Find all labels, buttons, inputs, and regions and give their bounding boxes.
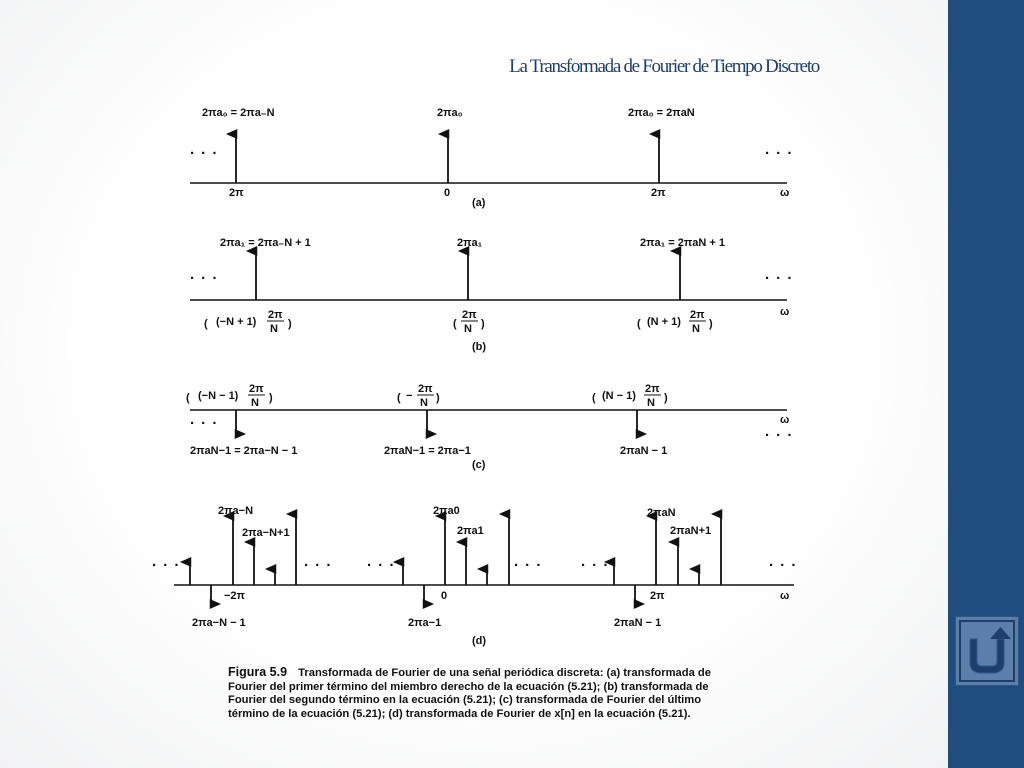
slide: La Transformada de Fourier de Tiempo Dis… xyxy=(0,0,948,768)
panel-d-top-center-1: 2πa0 xyxy=(433,505,460,517)
panel-d-top-left-2: 2πa−N+1 xyxy=(242,527,290,539)
panel-c-amp-center: 2πaN−1 = 2πa−1 xyxy=(384,445,471,457)
panel-c-omega: ω xyxy=(780,414,789,426)
panel-b-paren-left-close: ) xyxy=(288,318,292,330)
panel-d-tick-left: −2π xyxy=(224,590,246,602)
panel-d-top-left-1: 2πa−N xyxy=(218,505,253,517)
panel-b-omega: ω xyxy=(780,306,789,318)
panel-d-ellipsis: · · · xyxy=(514,557,542,574)
panel-d: · · · · · · · · · · · · · · · · · · 2πa−… xyxy=(152,505,797,647)
panel-d-ellipsis: · · · xyxy=(367,557,395,574)
panel-a-label: (a) xyxy=(472,197,486,209)
panel-c-frac-den-left: N xyxy=(251,397,259,409)
panel-d-top-right-1: 2πaN xyxy=(647,507,676,519)
panel-b-prefix-left: (−N + 1) xyxy=(216,316,257,328)
return-u-arrow-icon xyxy=(959,620,1015,682)
panel-d-bottom-right: 2πaN − 1 xyxy=(614,617,661,629)
panel-c-frac-den-center: N xyxy=(420,397,428,409)
panel-c-frac-num-right: 2π xyxy=(645,383,660,395)
panel-b-ellipsis-right: · · · xyxy=(765,270,793,287)
panel-a-amp-right: 2πa₀ = 2πaN xyxy=(628,107,695,119)
panel-b-amp-right: 2πa₁ = 2πaN + 1 xyxy=(640,237,725,249)
panel-d-label: (d) xyxy=(472,635,486,647)
panel-a-tick-center: 0 xyxy=(444,187,450,199)
panel-c-paren-center-open: ( xyxy=(397,392,401,404)
panel-b-frac-den-right: N xyxy=(692,323,700,335)
panel-d-top-right-2: 2πaN+1 xyxy=(670,525,711,537)
panel-c-frac-den-right: N xyxy=(647,397,655,409)
panel-d-bottom-center: 2πa−1 xyxy=(408,617,441,629)
panel-a: · · · · · · 2πa₀ = 2πa₋N 2πa₀ 2πa₀ = 2πa… xyxy=(190,107,793,209)
panel-b-paren-left-open: ( xyxy=(204,318,208,330)
panel-b-paren-right-close: ) xyxy=(709,318,713,330)
panel-c-prefix-center: − xyxy=(406,390,412,402)
panel-a-amp-center: 2πa₀ xyxy=(437,107,463,119)
panel-a-tick-right: 2π xyxy=(651,187,666,199)
panel-c-ellipsis-right: · · · xyxy=(765,427,793,444)
panel-d-tick-center: 0 xyxy=(441,590,447,602)
panel-c-label: (c) xyxy=(472,459,486,471)
panel-c: ( (−N − 1) 2π N ) ( − 2π N ) ( (N − 1) 2… xyxy=(186,383,793,471)
panel-a-ellipsis-right: · · · xyxy=(765,145,793,162)
panel-d-ellipsis: · · · xyxy=(152,557,180,574)
panel-c-paren-left-open: ( xyxy=(186,392,190,404)
panel-b-frac-num-left: 2π xyxy=(268,309,283,321)
panel-d-ellipsis: · · · xyxy=(769,557,797,574)
panel-b-paren-right-open: ( xyxy=(637,318,641,330)
panel-d-ellipsis: · · · xyxy=(304,557,332,574)
panel-a-amp-left: 2πa₀ = 2πa₋N xyxy=(202,107,275,119)
figure-caption: Figura 5.9 Transformada de Fourier de un… xyxy=(228,665,728,721)
panel-d-ellipsis: · · · xyxy=(581,557,609,574)
panel-c-amp-right: 2πaN − 1 xyxy=(620,445,667,457)
panel-b-paren-center-close: ) xyxy=(481,318,485,330)
panel-c-amp-left: 2πaN−1 = 2πa−N − 1 xyxy=(190,445,297,457)
slide-title: La Transformada de Fourier de Tiempo Dis… xyxy=(509,56,820,77)
panel-b: · · · · · · 2πa₁ = 2πa₋N + 1 2πa₁ 2πa₁ =… xyxy=(190,237,793,353)
panel-d-impulses xyxy=(179,508,723,610)
panel-b-ellipsis-left: · · · xyxy=(190,270,218,287)
panel-c-prefix-right: (N − 1) xyxy=(602,390,636,402)
panel-c-frac-num-center: 2π xyxy=(418,383,433,395)
panel-d-bottom-left: 2πa−N − 1 xyxy=(192,617,246,629)
panel-c-paren-right-open: ( xyxy=(592,392,596,404)
panel-a-tick-left: 2π xyxy=(229,187,244,199)
panel-c-paren-right-close: ) xyxy=(664,392,668,404)
caption-number: Figura 5.9 xyxy=(228,665,288,679)
panel-c-prefix-left: (−N − 1) xyxy=(198,390,239,402)
panel-b-amp-center: 2πa₁ xyxy=(457,237,483,249)
panel-a-ellipsis-left: · · · xyxy=(190,145,218,162)
panel-c-ellipsis-left: · · · xyxy=(190,415,218,432)
caption-text: Transformada de Fourier de una señal per… xyxy=(228,667,711,720)
panel-c-paren-center-close: ) xyxy=(436,392,440,404)
panel-b-label: (b) xyxy=(472,341,486,353)
panel-b-frac-num-right: 2π xyxy=(690,309,705,321)
panel-b-frac-den-center: N xyxy=(464,323,472,335)
panel-b-paren-center-open: ( xyxy=(453,318,457,330)
figure: · · · · · · 2πa₀ = 2πa₋N 2πa₀ 2πa₀ = 2πa… xyxy=(132,96,812,750)
panel-b-amp-left: 2πa₁ = 2πa₋N + 1 xyxy=(220,237,311,249)
panel-d-top-center-2: 2πa1 xyxy=(457,525,484,537)
panel-b-frac-num-center: 2π xyxy=(462,309,477,321)
panel-c-frac-num-left: 2π xyxy=(249,383,264,395)
return-button[interactable] xyxy=(955,616,1019,686)
panel-a-omega: ω xyxy=(780,187,789,199)
panel-b-frac-den-left: N xyxy=(270,323,278,335)
panel-d-tick-right: 2π xyxy=(650,590,665,602)
panel-c-paren-left-close: ) xyxy=(269,392,273,404)
panel-d-omega: ω xyxy=(780,590,789,602)
panel-b-prefix-right: (N + 1) xyxy=(647,316,681,328)
figure-diagram: · · · · · · 2πa₀ = 2πa₋N 2πa₀ 2πa₀ = 2πa… xyxy=(152,107,797,647)
